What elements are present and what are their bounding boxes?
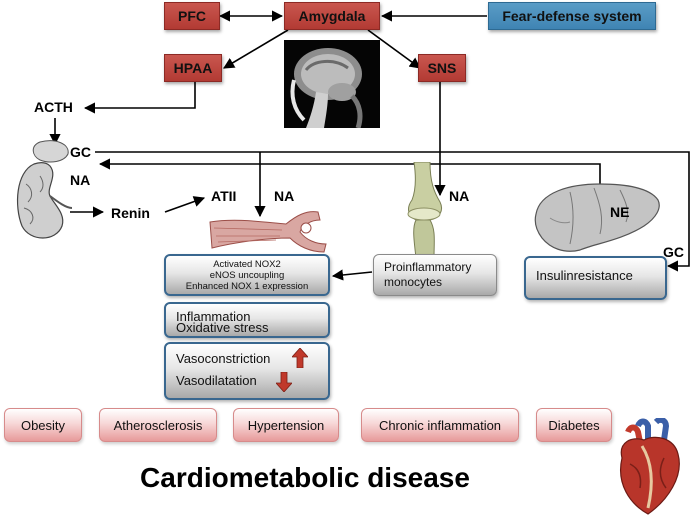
insulin-resistance-label: Insulinresistance: [536, 268, 633, 283]
na-vessel-label: NA: [274, 188, 295, 204]
gc-left-label: GC: [70, 144, 91, 160]
amygdala-box: Amygdala: [284, 2, 380, 30]
fear-defense-label: Fear-defense system: [502, 8, 642, 24]
monocytes-line-1: Proinflammatory: [384, 260, 472, 274]
amygdala-label: Amygdala: [298, 8, 366, 24]
knee-joint-icon: [407, 162, 443, 258]
renin-label: Renin: [111, 205, 150, 221]
disease-atherosclerosis: Atherosclerosis: [99, 408, 217, 442]
vascular-line-1: Activated NOX2: [213, 259, 281, 270]
arrow-down-icon: [276, 372, 292, 392]
arrow-up-icon: [292, 348, 308, 368]
kidney-icon: [16, 140, 73, 239]
brain-mri-icon: [284, 40, 380, 128]
inflammation-line-2: Oxidative stress: [176, 320, 269, 335]
na-muscle-label: NA: [449, 188, 470, 204]
gc-right-label: GC: [663, 244, 684, 260]
vaso-line-1: Vasoconstriction: [176, 351, 271, 366]
vascular-line-3: Enhanced NOX 1 expression: [185, 281, 309, 292]
inflammation-line-1: Inflammation: [176, 309, 251, 324]
sns-label: SNS: [427, 60, 457, 76]
atii-label: ATII: [211, 188, 237, 204]
fear-defense-box: Fear-defense system: [488, 2, 656, 30]
blood-vessel-icon: [209, 211, 327, 253]
monocytes-box: Proinflammatory monocytes: [373, 254, 497, 296]
hpaa-box: HPAA: [164, 54, 222, 82]
pfc-label: PFC: [178, 8, 206, 24]
vaso-box: Vasoconstriction Vasodilatation: [164, 342, 330, 400]
liver-icon: [534, 183, 660, 252]
vascular-effects-box: Activated NOX2 eNOS uncoupling Enhanced …: [164, 254, 330, 296]
disease-obesity: Obesity: [4, 408, 82, 442]
disease-diabetes: Diabetes: [536, 408, 612, 442]
monocytes-line-2: monocytes: [384, 275, 443, 289]
insulin-resistance-box: Insulinresistance: [524, 256, 667, 300]
disease-hypertension: Hypertension: [233, 408, 339, 442]
page-title: Cardiometabolic disease: [140, 462, 470, 493]
hpaa-label: HPAA: [173, 60, 213, 76]
heart-icon: [620, 418, 680, 515]
disease-chronic-inflammation: Chronic inflammation: [361, 408, 519, 442]
ne-liver-label: NE: [610, 204, 630, 220]
acth-label: ACTH: [34, 99, 73, 115]
sns-box: SNS: [418, 54, 466, 82]
inflammation-box: Inflammation Oxidative stress: [164, 302, 330, 338]
vascular-line-2: eNOS uncoupling: [209, 270, 285, 281]
pfc-box: PFC: [164, 2, 220, 30]
vaso-line-2: Vasodilatation: [176, 373, 257, 388]
na-kidney-label: NA: [70, 172, 91, 188]
